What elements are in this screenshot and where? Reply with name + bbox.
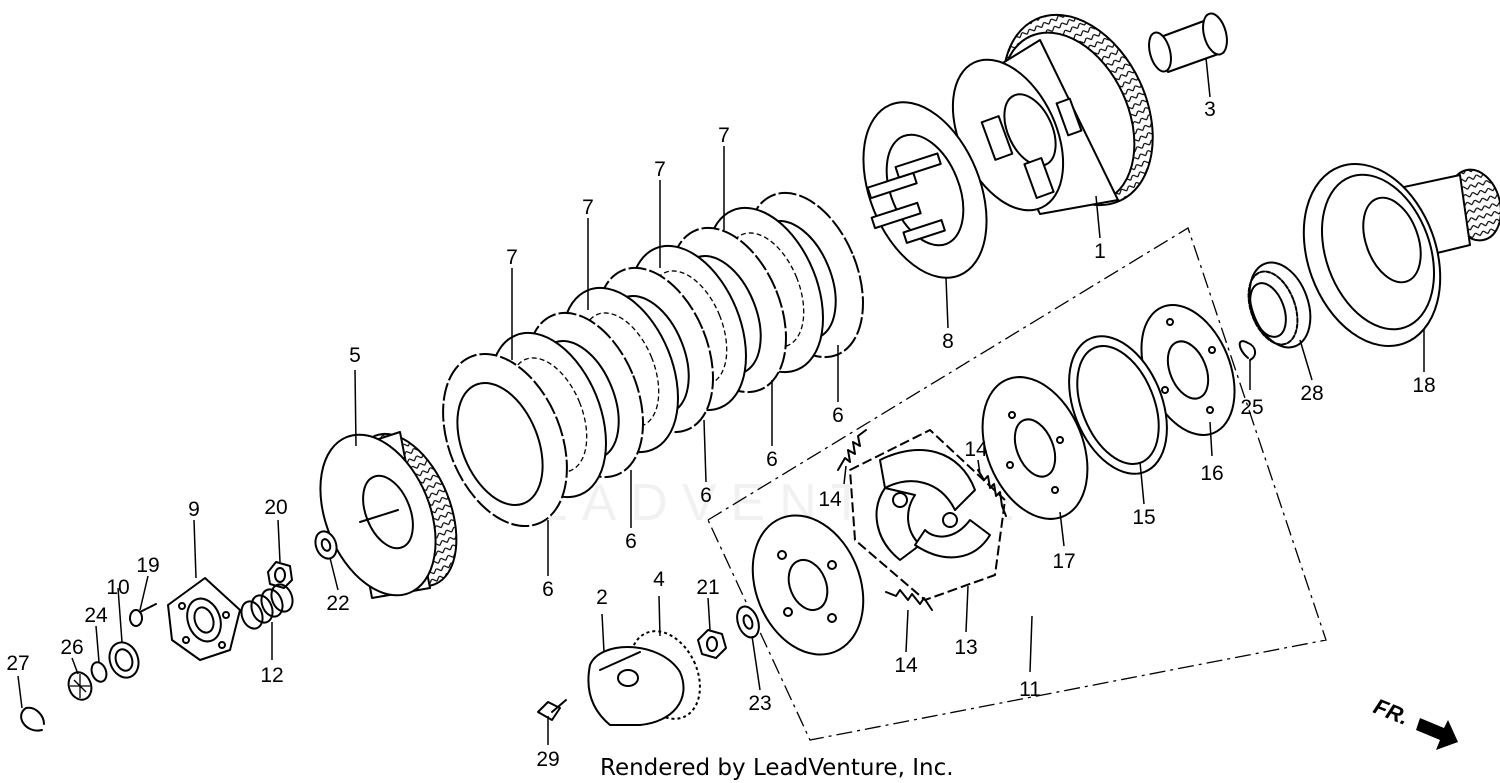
spring-part-12: [240, 583, 294, 630]
callout-27: 27: [6, 652, 29, 675]
callout-14-b: 14: [964, 438, 988, 461]
callout-8: 8: [942, 330, 954, 353]
spring-part-14-right: [977, 469, 1007, 517]
callout-24: 24: [84, 604, 108, 627]
callout-11: 11: [1019, 678, 1041, 701]
callout-4: 4: [653, 568, 665, 591]
callout-9: 9: [188, 498, 200, 521]
callout-23: 23: [748, 692, 771, 715]
callout-22: 22: [326, 592, 349, 615]
front-direction-indicator: FR.: [1370, 693, 1458, 750]
clutch-weights-part-13: [849, 429, 1006, 601]
washer-part-24: [90, 661, 108, 683]
bolt-part-29: [537, 699, 567, 721]
drive-plate-part-16: [1140, 304, 1236, 436]
washer-part-23: [736, 605, 760, 639]
spring-part-14-bottom: [885, 589, 933, 611]
callout-13: 13: [954, 636, 977, 659]
callout-14-a: 14: [818, 488, 842, 511]
callout-17: 17: [1052, 550, 1075, 573]
callout-16: 16: [1200, 462, 1223, 485]
callout-7-c: 7: [654, 158, 666, 181]
ring-plate-part-15: [1068, 335, 1168, 475]
clutch-center-part-5: [319, 431, 458, 599]
callout-15: 15: [1132, 506, 1155, 529]
callout-12: 12: [260, 664, 283, 687]
callout-26: 26: [60, 636, 83, 659]
callout-5: 5: [349, 344, 361, 367]
callout-6-c: 6: [700, 484, 712, 507]
circlip-part-25: [1238, 340, 1256, 361]
lifter-cam-part-26: [67, 671, 93, 701]
drive-plate-assembly-part-11: [751, 514, 865, 656]
render-credit: Rendered by LeadVenture, Inc.: [600, 755, 954, 781]
clutch-outer-part-1: [951, 13, 1154, 215]
bearing-part-10: [108, 641, 140, 679]
callout-29: 29: [536, 748, 559, 771]
callout-7-d: 7: [718, 124, 730, 147]
bushing-part-3: [1148, 12, 1228, 73]
callout-labels: 1 2 3 4 5 6 6 6 6 6 7 7 7 7 8 9 10 11 12…: [6, 98, 1435, 771]
nut-part-20: [267, 561, 293, 589]
pressure-plate-part-8: [862, 101, 988, 279]
assembly-boundary: [707, 227, 1327, 741]
callout-28: 28: [1300, 382, 1323, 405]
callout-10: 10: [106, 576, 129, 599]
callout-20: 20: [264, 496, 287, 519]
arrow-right-icon: [1416, 718, 1458, 750]
callout-6-e: 6: [832, 404, 844, 427]
plate-part-17: [981, 376, 1089, 520]
callout-3: 3: [1204, 98, 1216, 121]
callout-2: 2: [596, 586, 608, 609]
callout-21: 21: [696, 576, 719, 599]
leader-lines: [17, 57, 1425, 745]
drive-drum-part-18: [1302, 162, 1500, 348]
screw-part-19: [129, 603, 157, 627]
callout-25: 25: [1240, 396, 1263, 419]
disc-stack: [442, 191, 864, 528]
callout-6-b: 6: [625, 530, 637, 553]
callout-19: 19: [136, 554, 159, 577]
callout-6-a: 6: [542, 578, 554, 601]
nut-part-21: [697, 629, 727, 659]
snap-ring-part-27: [20, 706, 45, 732]
callout-14-c: 14: [894, 654, 918, 677]
callout-1: 1: [1094, 240, 1106, 263]
callout-7-b: 7: [582, 196, 594, 219]
bearing-part-28: [1247, 261, 1312, 349]
direction-label: FR.: [1370, 693, 1412, 729]
cover-part-2: [587, 646, 685, 726]
holder-plate-part-9: [167, 577, 241, 661]
callout-7-a: 7: [506, 246, 518, 269]
spring-part-14-top: [837, 429, 867, 471]
callout-18: 18: [1412, 374, 1435, 397]
callout-6-d: 6: [766, 448, 778, 471]
